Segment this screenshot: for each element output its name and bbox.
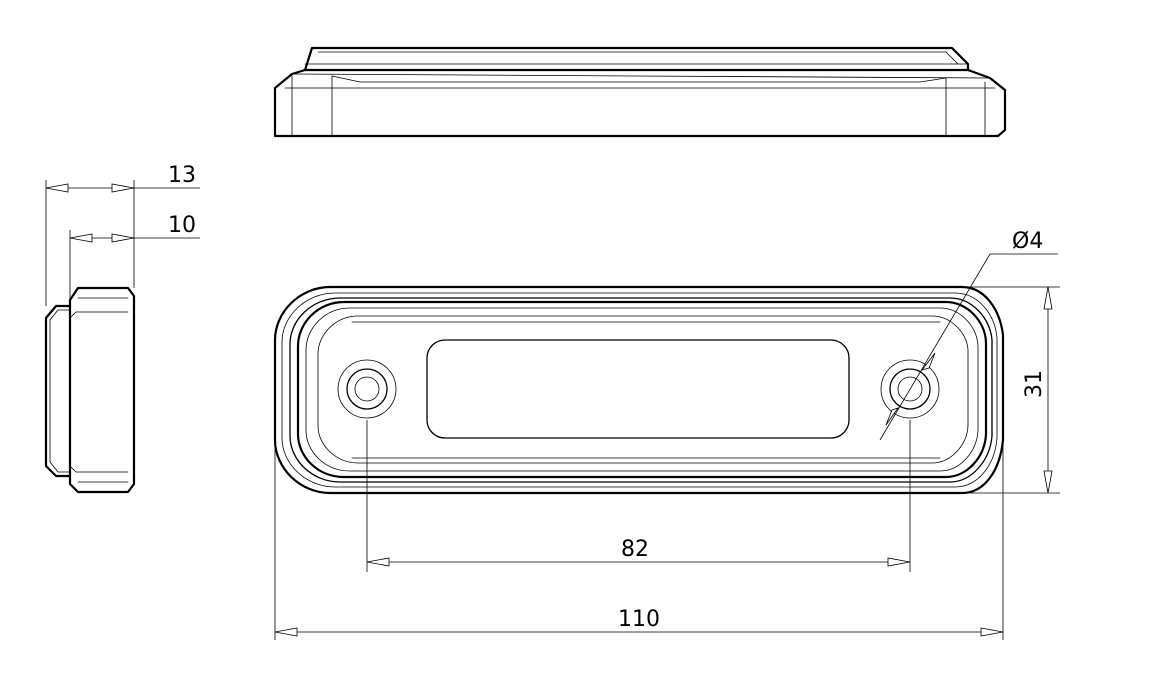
dimension-31-label: 31 bbox=[1022, 370, 1047, 398]
dimension-110: 110 bbox=[274, 440, 1004, 640]
dimension-10-label: 10 bbox=[168, 213, 196, 238]
dimension-13-label: 13 bbox=[168, 163, 196, 188]
dimension-13: 13 bbox=[45, 163, 200, 306]
dimension-110-label: 110 bbox=[618, 607, 660, 632]
dimension-10: 10 bbox=[69, 213, 200, 300]
front-view bbox=[273, 285, 1005, 495]
dimension-31: 31 bbox=[962, 286, 1060, 494]
dimension-82: 82 bbox=[366, 420, 911, 572]
dimension-diameter-label: Ø4 bbox=[1012, 229, 1043, 254]
side-view bbox=[44, 286, 136, 494]
dimension-diameter: Ø4 bbox=[879, 229, 1058, 441]
dimension-82-label: 82 bbox=[621, 537, 649, 562]
top-view bbox=[273, 46, 1007, 138]
